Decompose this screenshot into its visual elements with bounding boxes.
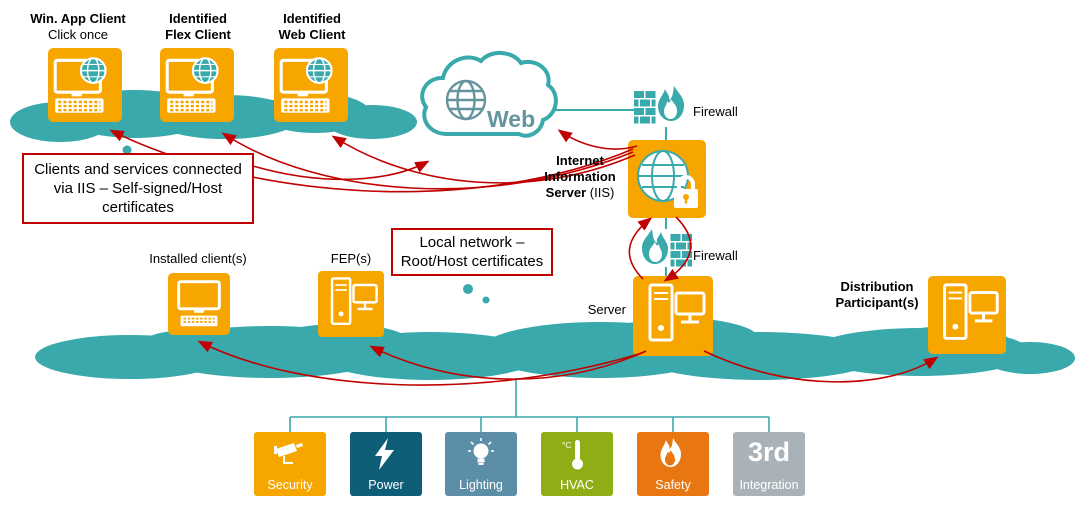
iis-server-icon: [628, 140, 706, 218]
firewall-bottom-label: Firewall: [693, 248, 738, 263]
subsystem-hvac: °C HVAC: [541, 432, 613, 496]
connection-arrows: [109, 129, 939, 386]
flex-client-icon: [160, 48, 234, 122]
server-label: Server: [587, 302, 626, 317]
subsystem-lighting: Lighting: [445, 432, 517, 496]
web-client-label: Identified Web Client: [278, 11, 346, 42]
subsystem-label: Security: [267, 478, 313, 492]
iis-label: Internet Information Server (IIS): [544, 153, 616, 200]
red-arrow: [557, 129, 638, 150]
firewall-top-icon: [634, 86, 684, 124]
3rd-text: 3rd: [747, 437, 791, 467]
security-camera-icon: [274, 443, 303, 464]
red-arrow: [197, 340, 643, 386]
subsystem-label: HVAC: [560, 478, 594, 492]
red-arrow: [252, 160, 430, 181]
installed-client-icon: [168, 273, 230, 335]
fep-label: FEP(s): [330, 251, 372, 266]
red-arrow: [331, 135, 636, 184]
flame-icon: [660, 438, 681, 467]
subsystem-safety: Safety: [637, 432, 709, 496]
web-cloud: Web: [420, 51, 558, 138]
local-network-callout: Local network – Root/Host certificates: [391, 228, 553, 276]
fep-icon: [318, 271, 384, 337]
red-arrow: [369, 345, 647, 380]
installed-client-label: Installed client(s): [149, 251, 247, 266]
red-arrow: [703, 350, 939, 383]
svg-text:°C: °C: [562, 440, 572, 450]
subsystem-label: Safety: [655, 478, 691, 492]
web-label: Web: [487, 106, 535, 132]
subsystem-label: Integration: [739, 478, 799, 492]
flex-client-label: Identified Flex Client: [165, 11, 231, 42]
subsystem-label: Power: [368, 478, 404, 492]
server-icon: [633, 276, 713, 356]
thermometer-icon: °C: [562, 440, 583, 470]
red-arrow: [663, 216, 692, 282]
subsystem-power: Power: [350, 432, 422, 496]
web-client-icon: [274, 48, 348, 122]
win-app-client-label: Win. App Client Click once: [30, 11, 126, 42]
subsystem-bus: [289, 378, 770, 432]
firewall-bottom-icon: [642, 229, 692, 267]
lightning-icon: [375, 438, 394, 470]
subsystem-label: Lighting: [459, 478, 503, 492]
subsystem-3rd-integration: 3rd Integration: [733, 432, 805, 496]
win-app-client-icon: [48, 48, 122, 122]
firewall-top-label: Firewall: [693, 104, 738, 119]
subsystem-security: Security: [254, 432, 326, 496]
web-globe-icon: [445, 79, 487, 121]
red-arrow: [221, 132, 634, 190]
light-bulb-icon: [468, 438, 494, 465]
distribution-participant-label: Distribution Participant(s): [835, 279, 919, 310]
red-arrow: [628, 217, 653, 280]
iis-certificates-callout: Clients and services connected via IIS –…: [22, 153, 254, 224]
